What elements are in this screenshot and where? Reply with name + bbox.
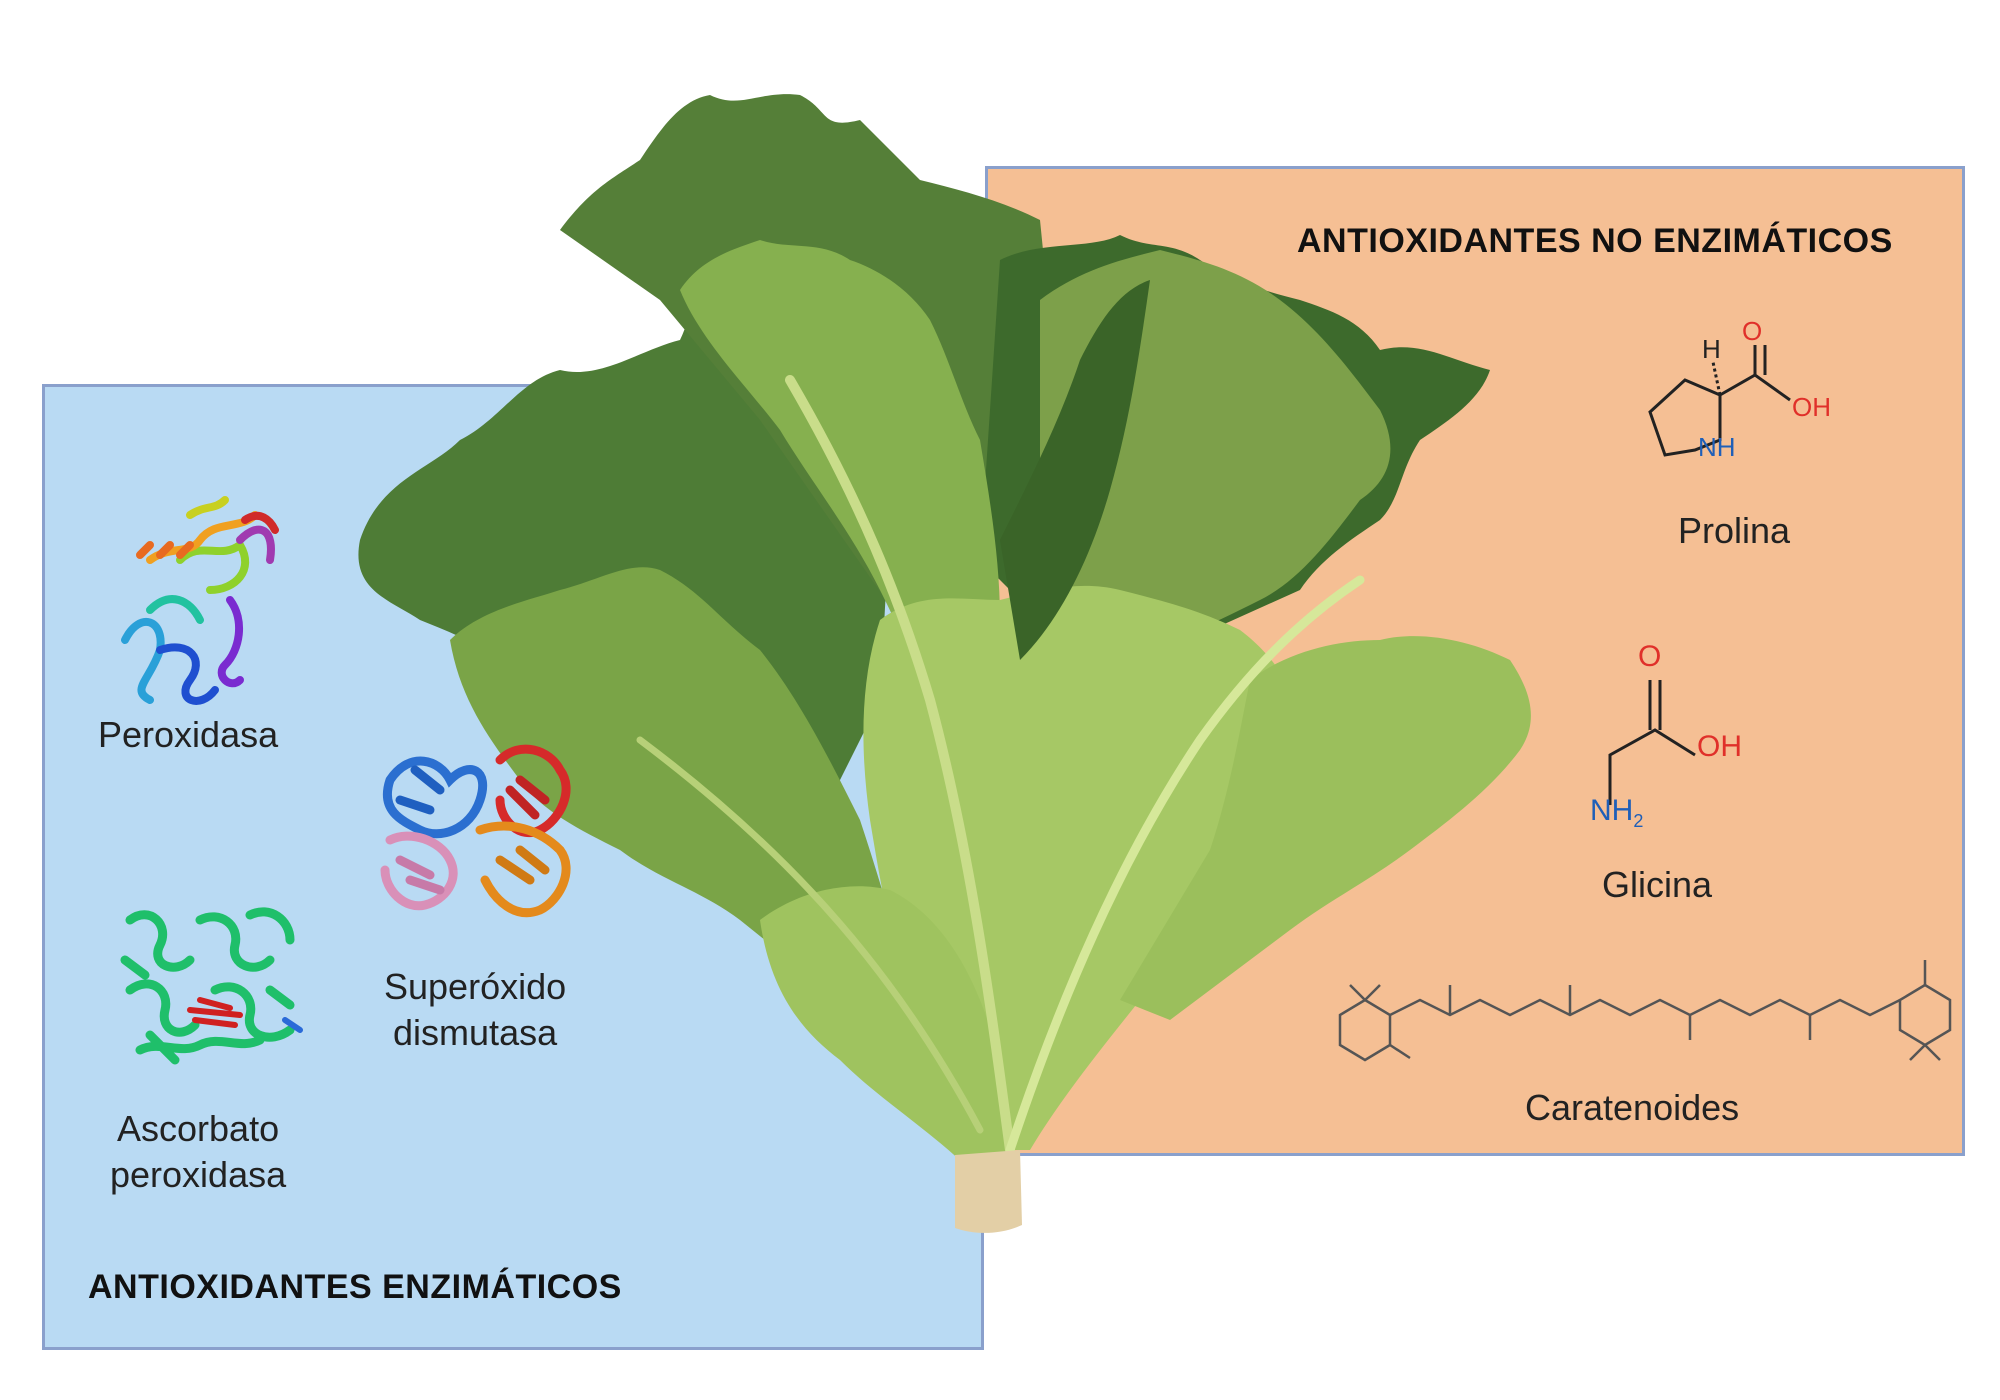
ascorbato-peroxidasa-label: Ascorbato peroxidasa <box>110 1106 286 1198</box>
enzymatic-title: ANTIOXIDANTES ENZIMÁTICOS <box>88 1268 622 1306</box>
peroxidasa-protein-icon <box>121 496 279 705</box>
caratenoides-label: Caratenoides <box>1525 1087 1740 1128</box>
glicina-subscript: 2 <box>1633 811 1644 831</box>
prolina-h-atom: H <box>1702 334 1721 364</box>
leaf-shadow-center <box>1000 280 1150 660</box>
superoxido-line1: Superóxido <box>384 966 567 1007</box>
leaf-front-right <box>1120 636 1531 1020</box>
ascorbato-peroxidasa-protein-icon <box>120 907 303 1065</box>
prolina-nh-atom: NH <box>1698 432 1736 462</box>
non-enzymatic-title: ANTIOXIDANTES NO ENZIMÁTICOS <box>1297 222 1893 260</box>
peroxidasa-label: Peroxidasa <box>98 714 279 755</box>
glicina-nh2-atom: NH2 <box>1590 794 1643 838</box>
prolina-oh-atom: OH <box>1792 392 1831 422</box>
leaf-vein-left <box>636 736 984 1134</box>
caratenoides-molecule-icon <box>1338 960 1952 1062</box>
glicina-label: Glicina <box>1602 864 1713 905</box>
glicina-oh-atom: OH <box>1697 730 1742 763</box>
prolina-o-atom: O <box>1742 316 1763 346</box>
leaf-vein-right <box>1005 575 1365 1155</box>
leaf-vein-main <box>785 375 1015 1155</box>
leaf-front-bottom-left <box>760 886 1010 1170</box>
prolina-label: Prolina <box>1678 510 1791 551</box>
superoxido-line2: dismutasa <box>393 1012 558 1053</box>
lettuce-stem <box>955 1150 1022 1233</box>
superoxido-dismutasa-protein-icon <box>380 744 571 918</box>
glicina-o-atom: O <box>1638 640 1662 673</box>
glicina-nh-text: NH <box>1590 794 1634 827</box>
prolina-molecule-icon <box>1648 345 1791 457</box>
superoxido-dismutasa-label: Superóxido dismutasa <box>384 964 566 1056</box>
ascorbato-line1: Ascorbato <box>117 1108 280 1149</box>
glicina-molecule-icon <box>1608 680 1696 805</box>
ascorbato-line2: peroxidasa <box>110 1154 287 1195</box>
